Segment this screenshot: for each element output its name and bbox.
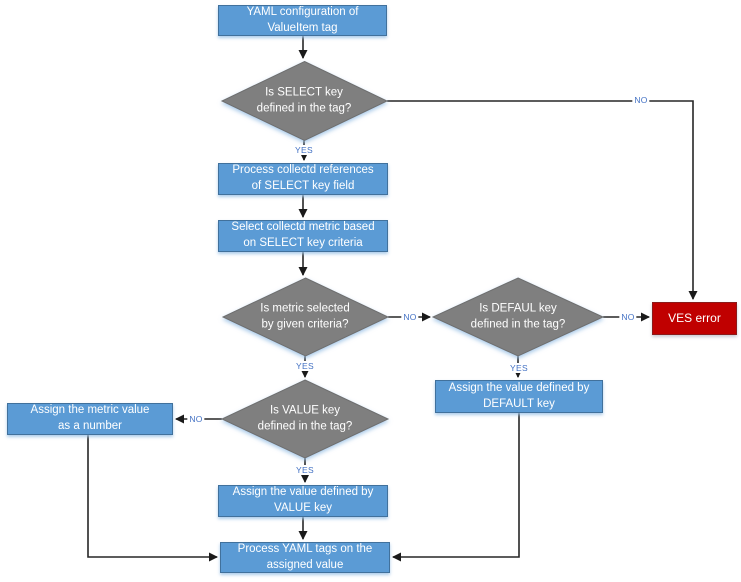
edge-label-default-no: NO xyxy=(619,312,637,322)
edge-label-metric-yes: YES xyxy=(294,361,316,371)
decision-default-key-shape xyxy=(431,277,605,357)
edge-select-no xyxy=(387,100,698,300)
edge-defaultbox-to-yaml xyxy=(392,413,520,562)
node-assign-metric-number: Assign the metric value as a number xyxy=(7,403,173,435)
edge-label-value-no: NO xyxy=(187,414,205,424)
decision-metric-selected-shape xyxy=(221,277,390,357)
node-assign-value: Assign the value defined by VALUE key xyxy=(218,485,388,517)
edge-label-select-no: NO xyxy=(632,95,650,105)
node-process-references: Process collectd references of SELECT ke… xyxy=(218,163,388,195)
edge-label-metric-no: NO xyxy=(401,312,419,322)
node-select-metric: Select collectd metric based on SELECT k… xyxy=(218,220,388,252)
node-assign-default: Assign the value defined by DEFAULT key xyxy=(435,380,603,413)
edge-label-default-yes: YES xyxy=(508,363,530,373)
node-start: YAML configuration of ValueItem tag xyxy=(218,5,387,36)
node-process-yaml-tags: Process YAML tags on the assigned value xyxy=(220,542,390,573)
decision-value-key-shape xyxy=(220,379,390,459)
decision-select-key-shape xyxy=(220,60,389,142)
edge-metricbox-to-yaml xyxy=(87,435,218,562)
edge-label-select-yes: YES xyxy=(293,145,315,155)
edge-label-value-yes: YES xyxy=(294,465,316,475)
node-ves-error: VES error xyxy=(652,302,737,335)
